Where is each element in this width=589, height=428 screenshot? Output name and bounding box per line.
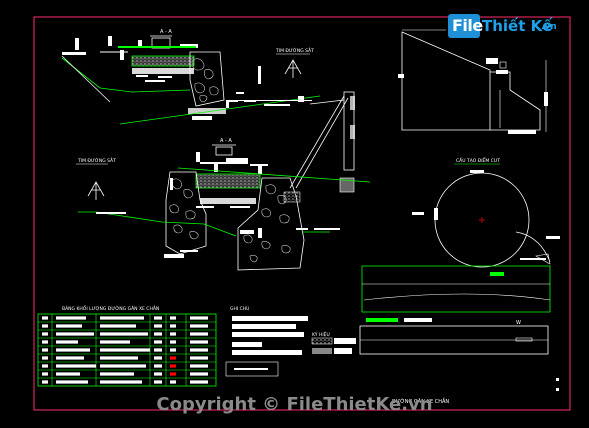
copyright-watermark: Copyright © FileThietKe.vn: [156, 394, 433, 415]
table-cell-unit: [154, 380, 162, 384]
table-cell-index: [42, 316, 48, 320]
table-cell-qty: [170, 364, 176, 368]
table-cell-name: [56, 340, 78, 344]
table-cell-desc: [100, 348, 150, 352]
table-cell-name: [56, 332, 94, 336]
table-cell-desc: [100, 372, 134, 376]
section-a-top: A - A: [61, 29, 321, 125]
cau-tao-diem-cut-label: CẤU TẠO ĐIỂM CUT: [456, 156, 500, 164]
drawing-border: [33, 16, 571, 411]
table-cell-name: [56, 372, 80, 376]
table-cell-name: [56, 364, 96, 368]
table-cell-name: [56, 380, 88, 384]
table-cell-qty: [170, 372, 176, 376]
volume-table: BẢNG KHỐI LƯỢNG ĐƯỜNG GÂN XE CHẮN: [37, 304, 217, 387]
table-cell-unit: [154, 348, 162, 352]
table-cell-desc: [100, 380, 142, 384]
table-cell-note: [190, 372, 208, 376]
notes-block: GHI CHÚ KÝ HIỆU: [225, 305, 356, 377]
table-cell-unit: [154, 364, 162, 368]
table-cell-qty: [170, 324, 176, 328]
table-title: BẢNG KHỐI LƯỢNG ĐƯỜNG GÂN XE CHẮN: [62, 304, 159, 312]
table-cell-note: [190, 316, 208, 320]
logo-icon: [448, 14, 480, 38]
cut-point-detail: CẤU TẠO ĐIỂM CUT: [361, 156, 560, 313]
table-cell-name: [56, 316, 86, 320]
table-cell-qty: [170, 316, 176, 320]
table-cell-qty: [170, 332, 176, 336]
tim-duong-sat-left-label: TIM ĐƯỜNG SẮT: [77, 156, 116, 164]
tim-duong-sat-right-label: TIM ĐƯỜNG SẮT: [275, 46, 314, 54]
table-cell-qty: [170, 380, 176, 384]
table-cell-name: [56, 324, 82, 328]
guard-rail-post: [289, 91, 355, 193]
table-cell-qty: [170, 356, 176, 360]
table-cell-index: [42, 332, 48, 336]
table-cell-desc: [100, 316, 144, 320]
table-cell-name: [56, 356, 84, 360]
table-cell-index: [42, 364, 48, 368]
table-cell-desc: [100, 364, 146, 368]
logo-name: Thiết Kế: [482, 17, 553, 35]
table-cell-qty: [170, 340, 176, 344]
table-cell-desc: [100, 332, 148, 336]
table-cell-index: [42, 356, 48, 360]
railway-center-right: TIM ĐƯỜNG SẮT: [275, 46, 314, 78]
table-cell-name: [56, 348, 90, 352]
table-cell-note: [190, 324, 208, 328]
ghi-chu-label: GHI CHÚ: [230, 305, 249, 312]
table-cell-desc: [100, 340, 130, 344]
bottom-title: ĐƯỜNG GÂN XE CHẮN: [392, 397, 449, 405]
table-cell-note: [190, 364, 208, 368]
profile-strip: W: [359, 318, 559, 391]
table-cell-qty: [170, 348, 176, 352]
table-cell-note: [190, 332, 208, 336]
elevation-right: [398, 28, 548, 134]
railway-center-left: TIM ĐƯỜNG SẮT: [76, 156, 116, 200]
section-a-mid-label: A - A: [220, 138, 232, 144]
section-a-mid: A - A: [78, 138, 371, 271]
table-cell-desc: [100, 356, 138, 360]
table-cell-unit: [154, 316, 162, 320]
table-cell-note: [190, 380, 208, 384]
right-marker: W: [516, 320, 521, 326]
table-cell-unit: [154, 324, 162, 328]
table-cell-unit: [154, 356, 162, 360]
logo-short: File: [452, 16, 483, 35]
table-cell-index: [42, 380, 48, 384]
ky-hieu-label: KÝ HIỆU: [312, 330, 330, 338]
table-cell-note: [190, 340, 208, 344]
table-cell-index: [42, 340, 48, 344]
section-a-top-label: A - A: [160, 29, 172, 35]
table-cell-note: [190, 356, 208, 360]
table-cell-index: [42, 372, 48, 376]
table-cell-desc: [100, 324, 136, 328]
table-cell-unit: [154, 332, 162, 336]
logo-domain: .vn: [541, 22, 557, 32]
table-cell-index: [42, 348, 48, 352]
table-cell-index: [42, 324, 48, 328]
table-cell-note: [190, 348, 208, 352]
table-cell-unit: [154, 340, 162, 344]
table-cell-unit: [154, 372, 162, 376]
